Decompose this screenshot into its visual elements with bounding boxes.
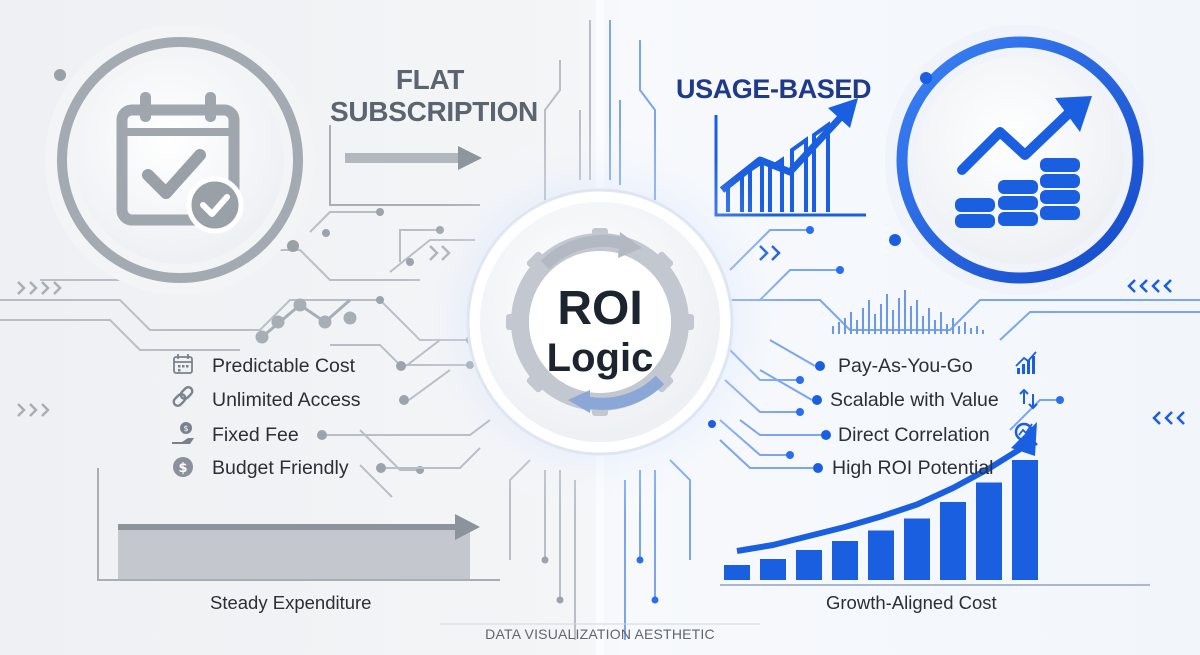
svg-text:$: $: [178, 461, 187, 476]
feature-unlimited-access: Unlimited Access: [212, 389, 361, 411]
feature-pay-as-you-go: Pay-As-You-Go: [838, 355, 973, 377]
calendar-check-icon-badge: [45, 25, 315, 295]
hand-coin-icon: $: [172, 422, 194, 444]
feature-predictable-cost: Predictable Cost: [212, 355, 356, 377]
dollar-coin-icon: $: [173, 457, 193, 477]
growth-arrow-head: [1011, 422, 1037, 456]
svg-text:$: $: [183, 424, 188, 433]
flat-subscription-title: FLAT SUBSCRIPTION: [330, 64, 538, 127]
feature-budget-friendly: Budget Friendly: [212, 457, 349, 479]
growth-bar: [796, 550, 822, 580]
growth-bar: [1012, 460, 1038, 580]
usage-based-title: USAGE-BASED: [676, 74, 872, 104]
growth-bar: [904, 518, 930, 580]
growth-bar: [976, 482, 1002, 580]
steady-expenditure-chart: [97, 468, 500, 581]
left-feature-dots: [317, 361, 409, 473]
growth-trend-line: [736, 443, 1027, 554]
roi-logic-badge: [400, 120, 800, 520]
feature-scalable-with-value: Scalable with Value: [830, 389, 999, 411]
right-trace-dots: [636, 226, 1064, 604]
calendar-grid-icon: [173, 354, 193, 374]
right-feature-dots: [708, 361, 831, 473]
roi-subtitle: Logic: [546, 336, 654, 380]
up-down-arrows-icon: [1019, 388, 1038, 410]
feature-high-roi-potential: High ROI Potential: [832, 457, 994, 479]
growth-bar: [940, 502, 966, 580]
waveform-bars: [832, 290, 984, 334]
growth-bar: [832, 541, 858, 580]
growth-aligned-cost-caption: Growth-Aligned Cost: [826, 592, 997, 613]
feature-direct-correlation: Direct Correlation: [838, 424, 990, 446]
zigzag-trend-line: [255, 298, 357, 344]
feature-fixed-fee: Fixed Fee: [212, 424, 299, 446]
roi-title: ROI: [557, 282, 643, 335]
link-icon: [172, 386, 194, 407]
growth-bar-chart: [720, 422, 1150, 586]
growth-bar: [724, 565, 750, 580]
steady-expenditure-caption: Steady Expenditure: [210, 592, 372, 613]
growth-bar: [760, 559, 786, 580]
flat-trend-arrow-chart: [329, 125, 482, 206]
chart-up-icon: [1015, 351, 1037, 374]
growth-bar: [868, 530, 894, 580]
footer-caption: DATA VISUALIZATION AESTHETIC: [485, 626, 715, 642]
growth-coins-icon-badge: [885, 25, 1155, 295]
